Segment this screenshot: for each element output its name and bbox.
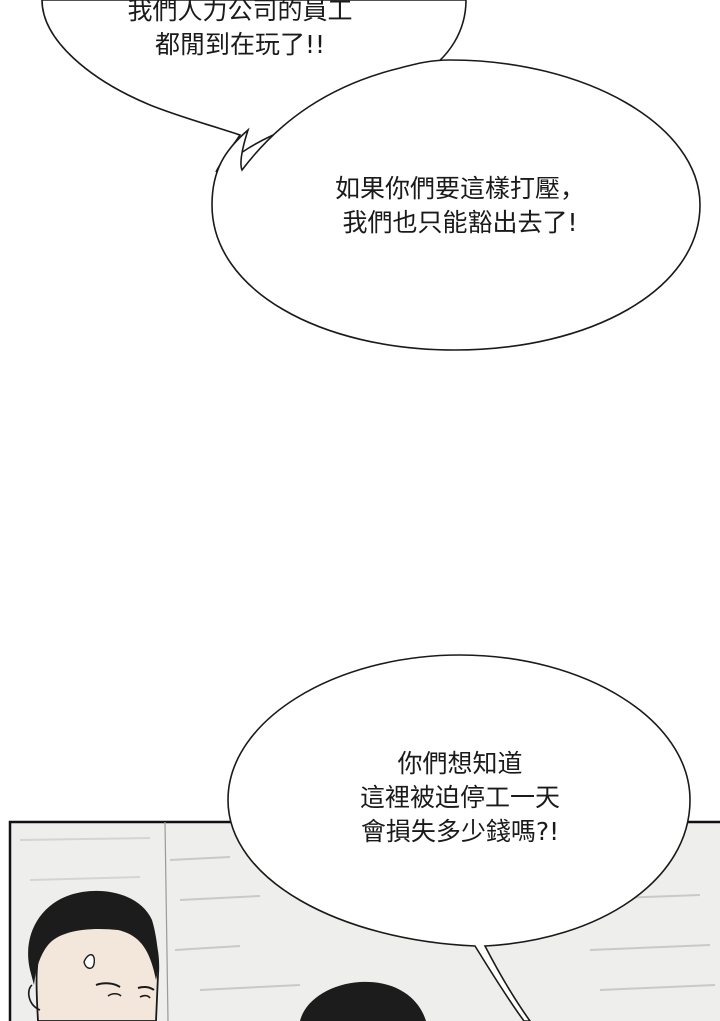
bubble-1-line-1: 我們人力公司的員工: [127, 0, 353, 25]
speech-bubble-2-text: 如果你們要這樣打壓， 我們也只能豁出去了!: [300, 172, 620, 240]
bubble-2-line-2: 我們也只能豁出去了!: [342, 208, 578, 237]
bubble-2-line-1: 如果你們要這樣打壓，: [334, 174, 585, 203]
bubble-3-line-3: 會損失多少錢嗎?!: [360, 817, 560, 846]
speech-bubble-3: [227, 654, 691, 1021]
speech-bubble-2: [211, 59, 701, 351]
character-right-head: [300, 981, 426, 1021]
character-left-man: [27, 890, 160, 1021]
bubble-3-line-1: 你們想知道: [397, 749, 523, 778]
speech-bubble-3-text: 你們想知道 這裡被迫停工一天 會損失多少錢嗎?!: [300, 747, 620, 849]
bubble-1-line-2: 都閒到在玩了!!: [154, 30, 326, 59]
bubble-3-line-2: 這裡被迫停工一天: [359, 783, 560, 812]
speech-bubble-1-text: 我們人力公司的員工 都閒到在玩了!!: [90, 0, 390, 62]
